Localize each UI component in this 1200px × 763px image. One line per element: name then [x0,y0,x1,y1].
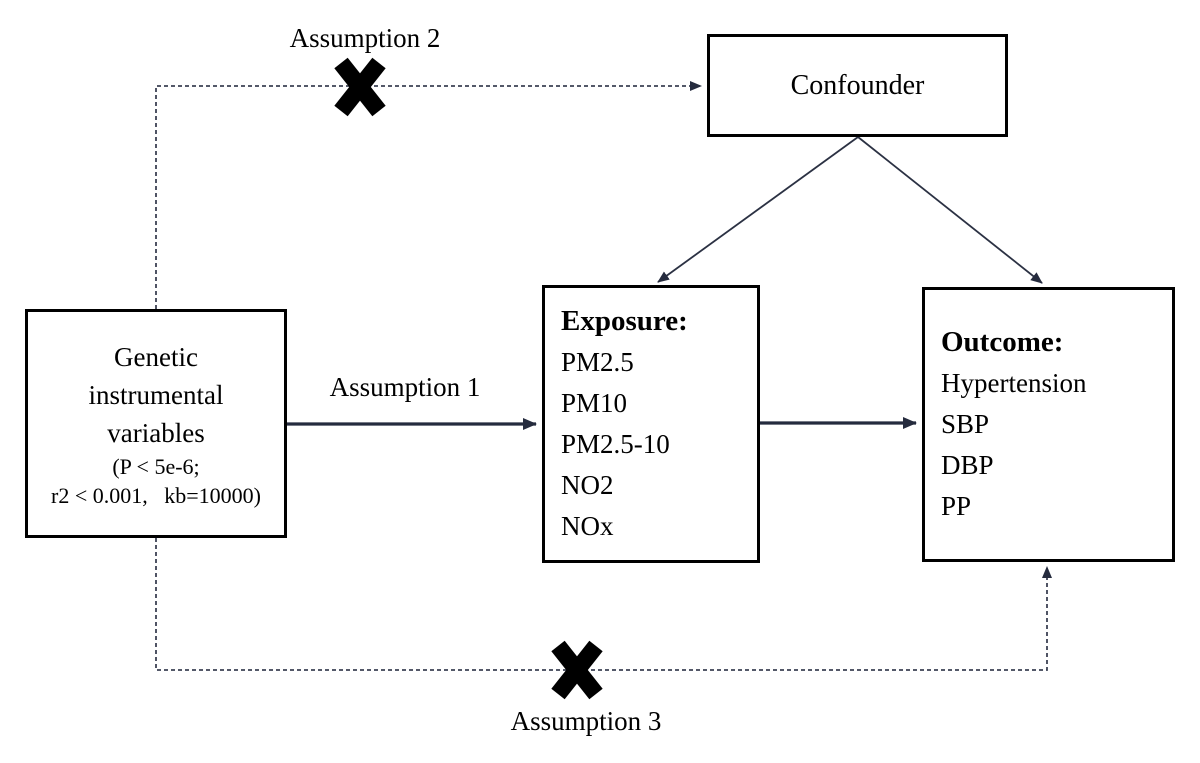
genetic-selection-criteria-line-2: r2 < 0.001, kb=10000) [51,482,261,508]
exposure-item-nox: NOx [561,511,614,541]
assumption-2-label: Assumption 2 [289,23,441,53]
genetic-title-line-2: instrumental [88,379,224,410]
genetic-title-line-3: variables [107,417,205,448]
node-confounder: Confounder [707,34,1008,137]
heavy-x-icon [334,57,386,117]
heavy-x-icon [551,640,603,700]
outcome-item-pp: PP [941,491,972,521]
node-outcome: Outcome: Hypertension SBP DBP PP [922,287,1175,562]
assumption-1-label: Assumption 1 [329,372,481,402]
confounder-label: Confounder [790,69,925,101]
exposure-item-no2: NO2 [561,470,614,500]
edge-genetic-to-outcome-dashed [155,538,1052,671]
outcome-item-sbp: SBP [941,409,990,439]
node-exposure: Exposure: PM2.5 PM10 PM2.5-10 NO2 NOx [542,285,760,563]
exposure-item-pm10: PM10 [561,388,628,418]
outcome-item-hypertension: Hypertension [941,368,1087,398]
exposure-item-pm25-10: PM2.5-10 [561,429,670,459]
edge-confounder-to-exposure [657,136,859,283]
edge-genetic-to-confounder-dashed [155,81,702,309]
node-genetic-instrumental-variables: Genetic instrumental variables (P < 5e-6… [25,309,287,538]
assumption-3-label: Assumption 3 [510,706,662,736]
exposure-title: Exposure: [561,305,688,337]
genetic-title-line-1: Genetic [114,341,198,372]
edge-confounder-to-outcome [857,136,1043,284]
genetic-selection-criteria-line-1: (P < 5e-6; [112,453,200,479]
exposure-item-pm25: PM2.5 [561,347,634,377]
outcome-item-dbp: DBP [941,450,994,480]
outcome-title: Outcome: [941,326,1064,358]
